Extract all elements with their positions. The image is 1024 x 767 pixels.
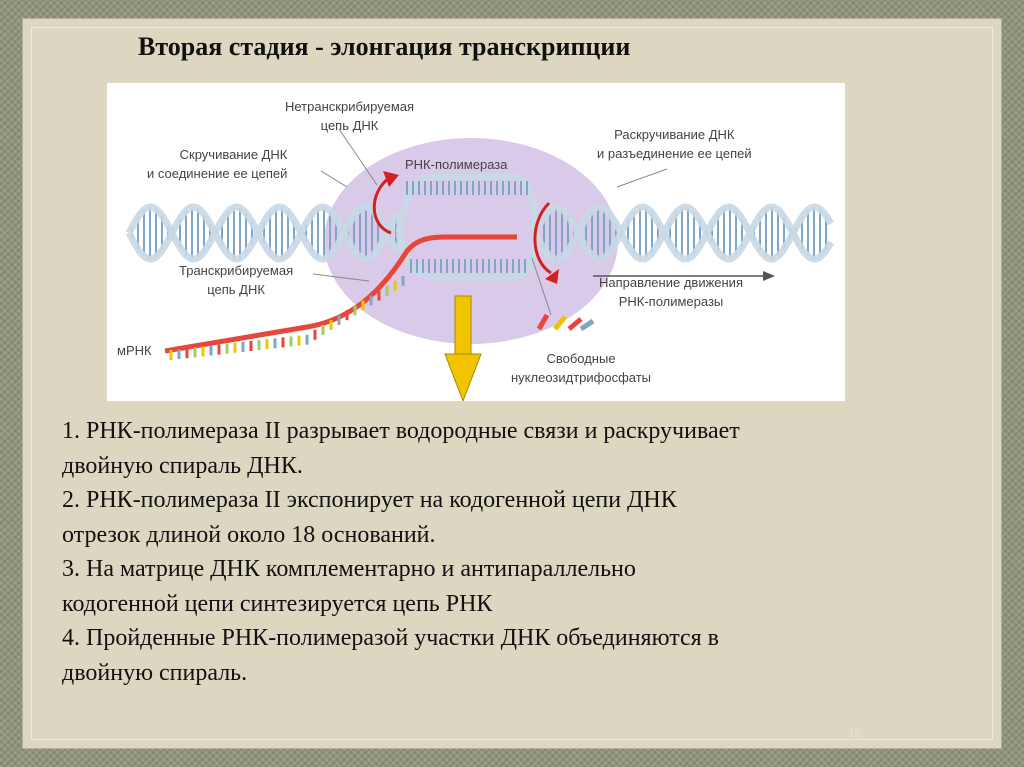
- dna-helix-right: [531, 203, 835, 263]
- label-unwinding-line2: и разъединение ее цепей: [597, 146, 752, 161]
- page-number: 16: [848, 726, 862, 740]
- transcription-bubble-strands: [395, 173, 539, 281]
- output-arrowhead: [444, 353, 482, 401]
- label-free-ntp-line2: нуклеозидтрифосфаты: [511, 370, 652, 385]
- point-2: 2. РНК-полимераза II экспонирует на кодо…: [62, 483, 972, 552]
- label-template-line2: цепь ДНК: [207, 282, 265, 297]
- free-nucleotides: [536, 313, 595, 332]
- label-mrna: мРНК: [117, 343, 152, 358]
- output-arrow-shaft: [454, 295, 472, 357]
- point-3-line-2: кодогенной цепи синтезируется цепь РНК: [62, 590, 493, 617]
- point-4: 4. Пройденные РНК-полимеразой участки ДН…: [62, 621, 972, 690]
- label-rewinding-line1: Скручивание ДНК: [179, 147, 288, 162]
- label-rewinding: Скручивание ДНК и соединение ее цепей: [147, 145, 287, 183]
- label-nontemplate-line2: цепь ДНК: [320, 118, 379, 133]
- point-3: 3. На матрице ДНК комплементарно и антип…: [62, 552, 972, 621]
- points-list: 1. РНК-полимераза II разрывает водородны…: [62, 414, 972, 690]
- point-1-line-2: двойную спираль ДНК.: [62, 452, 303, 479]
- rewinding-arrow: [372, 176, 392, 235]
- label-direction: Направление движения РНК-полимеразы: [599, 273, 743, 311]
- point-3-line-1: 3. На матрице ДНК комплементарно и антип…: [62, 556, 636, 582]
- label-direction-line2: РНК-полимеразы: [618, 294, 724, 309]
- label-rewinding-line2: и соединение ее цепей: [147, 166, 288, 181]
- point-4-line-1: 4. Пройденные РНК-полимеразой участки ДН…: [62, 625, 719, 651]
- rna-polymerase-bubble: [324, 138, 618, 344]
- point-2-line-2: отрезок длиной около 18 оснований.: [62, 521, 436, 548]
- mrna-strand: [164, 234, 517, 360]
- label-leaders: [312, 128, 668, 316]
- label-unwinding: Раскручивание ДНК и разъединение ее цепе…: [597, 125, 752, 163]
- label-template-line1: Транскрибируемая: [179, 263, 294, 278]
- label-free-ntp-line1: Свободные: [546, 351, 616, 366]
- direction-arrowhead: [763, 271, 775, 281]
- slide-frame: [31, 27, 993, 740]
- label-direction-line1: Направление движения: [599, 275, 743, 290]
- label-free-ntp: Свободные нуклеозидтрифосфаты: [511, 349, 651, 387]
- point-2-line-1: 2. РНК-полимераза II экспонирует на кодо…: [62, 487, 677, 513]
- transcription-diagram: Нетранскрибируемая цепь ДНК Скручивание …: [107, 83, 845, 401]
- dna-helix-left: [125, 203, 402, 263]
- slide-title: Вторая стадия - элонгация транскрипции: [138, 32, 631, 61]
- point-4-line-2: двойную спираль.: [62, 659, 248, 686]
- point-1: 1. РНК-полимераза II разрывает водородны…: [62, 414, 972, 483]
- unwinding-arrow: [533, 201, 552, 275]
- unwinding-arrowhead: [545, 269, 559, 284]
- rewinding-arrowhead: [383, 171, 399, 187]
- label-template-strand: Транскрибируемая цепь ДНК: [179, 261, 293, 299]
- diagram-graphic: [125, 128, 835, 401]
- point-1-line-1: 1. РНК-полимераза II разрывает водородны…: [62, 418, 740, 444]
- label-unwinding-line1: Раскручивание ДНК: [614, 127, 735, 142]
- label-rna-polymerase: РНК-полимераза: [405, 157, 508, 172]
- label-nontemplate-strand: Нетранскрибируемая цепь ДНК: [285, 97, 414, 135]
- label-nontemplate-line1: Нетранскрибируемая: [285, 99, 415, 114]
